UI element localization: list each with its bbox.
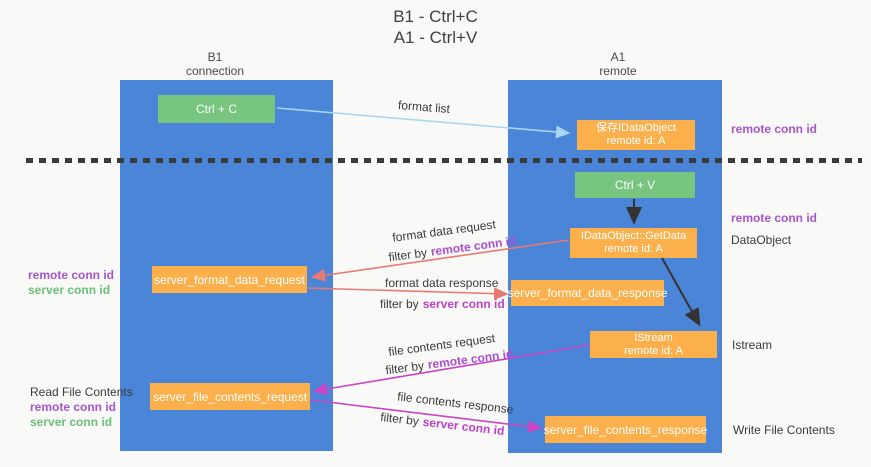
filter-by-server-conn-id-label-2: filter by server conn id bbox=[380, 410, 506, 438]
server-conn-id-label: server conn id bbox=[28, 283, 111, 297]
ctrl-v-label: Ctrl + V bbox=[614, 178, 656, 192]
format-data-response-label: format data response bbox=[385, 276, 498, 290]
istream-line1: IStream bbox=[634, 331, 673, 344]
read-file-contents-group: Read File Contents remote conn id server… bbox=[30, 385, 133, 430]
lane-a1-name: A1 bbox=[610, 50, 626, 64]
getdata-line1: IDataObject::GetData bbox=[580, 230, 687, 242]
title-line-1: B1 - Ctrl+C bbox=[393, 7, 478, 26]
server-file-contents-request-node: server_file_contents_request bbox=[150, 383, 310, 410]
ctrl-v-node: Ctrl + V bbox=[575, 172, 695, 198]
filter-by-text: filter by bbox=[380, 297, 419, 311]
lane-header-b1: B1 connection bbox=[155, 50, 275, 78]
istream-node: IStream remote id: A bbox=[590, 331, 717, 358]
lane-b1-name: B1 bbox=[207, 50, 223, 64]
istream-line2: remote id: A bbox=[624, 344, 683, 357]
lane-header-a1: A1 remote bbox=[560, 50, 676, 78]
lane-b1-role: connection bbox=[185, 64, 245, 78]
server-conn-id-highlight: server conn id bbox=[422, 297, 505, 311]
getdata-line2: remote id: A bbox=[604, 243, 663, 255]
format-data-response-text: format data response bbox=[385, 276, 499, 290]
ctrl-c-label: Ctrl + C bbox=[195, 102, 237, 116]
server-format-data-request-node: server_format_data_request bbox=[152, 266, 307, 293]
filter-by-text: filter by bbox=[384, 358, 425, 378]
server-format-data-response-label: server_format_data_response bbox=[507, 286, 668, 300]
format-list-label: format list bbox=[398, 98, 451, 116]
save-dataobject-line2: remote id: A bbox=[606, 135, 666, 147]
remote-conn-id-label: remote conn id bbox=[28, 268, 115, 282]
server-file-contents-response-node: server_file_contents_response bbox=[543, 416, 708, 443]
server-file-contents-response-label: server_file_contents_response bbox=[543, 422, 708, 437]
filter-by-text: filter by bbox=[379, 409, 420, 429]
phase-separator-dashed-line bbox=[26, 158, 862, 163]
lane-a1-role: remote bbox=[599, 64, 637, 78]
read-file-contents-label: Read File Contents bbox=[30, 385, 133, 399]
write-file-contents-label: Write File Contents bbox=[733, 423, 835, 437]
save-dataobject-node: 保存IDataObject remote id: A bbox=[577, 120, 695, 150]
istream-side-label: Istream bbox=[732, 338, 773, 352]
file-contents-response-label: file contents response bbox=[397, 389, 515, 416]
remote-conn-id-label: remote conn id bbox=[30, 400, 117, 414]
filter-by-text: filter by bbox=[387, 245, 428, 265]
save-dataobject-line1: 保存IDataObject bbox=[595, 122, 677, 134]
server-format-data-response-node: server_format_data_response bbox=[507, 280, 668, 306]
diagram-title: B1 - Ctrl+C A1 - Ctrl+V bbox=[0, 6, 871, 48]
remote-conn-id-label-top: remote conn id bbox=[731, 122, 818, 136]
remote-conn-id-label-mid: remote conn id bbox=[731, 211, 818, 225]
server-conn-id-label: server conn id bbox=[30, 415, 113, 429]
server-conn-id-highlight: server conn id bbox=[422, 414, 506, 439]
left-conn-id-labels: remote conn id server conn id bbox=[28, 268, 114, 298]
file-contents-response-text: file contents response bbox=[396, 389, 515, 417]
filter-by-server-conn-id-label-1: filter by server conn id bbox=[380, 297, 505, 311]
ctrl-c-node: Ctrl + C bbox=[158, 95, 275, 123]
server-format-data-request-label: server_format_data_request bbox=[154, 272, 305, 287]
format-list-text: format list bbox=[397, 97, 451, 117]
title-line-2: A1 - Ctrl+V bbox=[393, 28, 478, 47]
dataobject-label: DataObject bbox=[731, 233, 792, 247]
server-file-contents-request-label: server_file_contents_request bbox=[152, 389, 308, 404]
getdata-node: IDataObject::GetData remote id: A bbox=[570, 228, 697, 258]
